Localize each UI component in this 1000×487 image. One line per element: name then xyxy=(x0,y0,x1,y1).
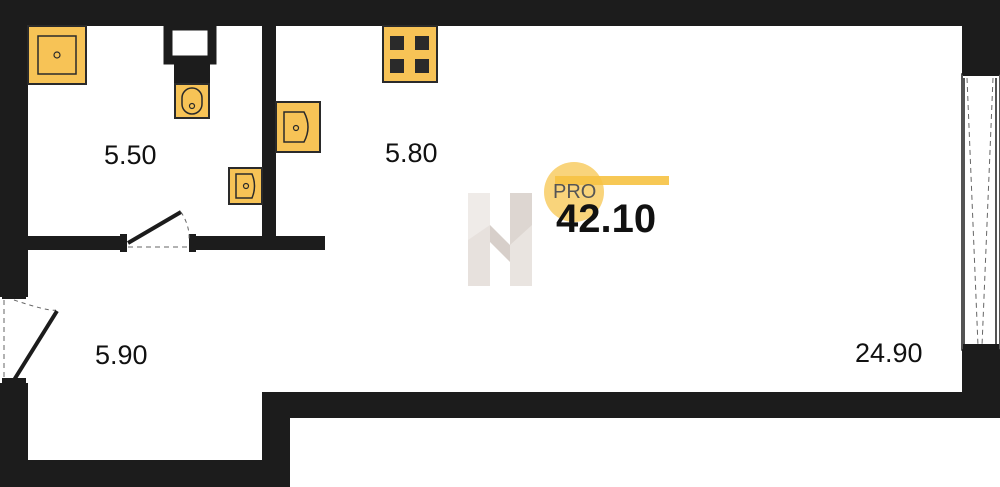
bathroom-sink xyxy=(228,167,263,205)
window-right xyxy=(961,70,1000,351)
bathroom-door xyxy=(120,210,196,252)
kitchen-sink xyxy=(275,101,321,153)
shower-tray xyxy=(27,25,87,85)
wall-right-lower xyxy=(962,350,1000,418)
interior-walls xyxy=(28,26,325,250)
wall-right-upper xyxy=(962,0,1000,74)
wall-bottom-right xyxy=(262,392,1000,418)
living-room-area-label: 24.90 xyxy=(855,338,923,368)
wall-bathroom-bottom-left xyxy=(28,236,124,250)
wall-bathroom-kitchen xyxy=(262,26,276,250)
ventilation-shaft xyxy=(163,21,217,65)
cooktop xyxy=(382,25,438,83)
wall-bottom-left xyxy=(0,460,290,487)
entrance-door xyxy=(0,292,59,385)
hallway-area-label: 5.90 xyxy=(95,340,148,370)
wall-left-upper xyxy=(0,0,28,297)
wall-bathroom-bottom-right xyxy=(192,236,325,250)
pro-badge-graphic xyxy=(544,162,669,222)
toilet xyxy=(174,64,210,119)
watermark-logo xyxy=(468,193,532,286)
pro-badge-text: PRO xyxy=(553,181,597,203)
wall-top xyxy=(0,0,1000,26)
kitchen-area-label: 5.80 xyxy=(385,138,438,168)
bathroom-area-label: 5.50 xyxy=(104,140,157,170)
total-area-label: 42.10 xyxy=(556,197,657,241)
